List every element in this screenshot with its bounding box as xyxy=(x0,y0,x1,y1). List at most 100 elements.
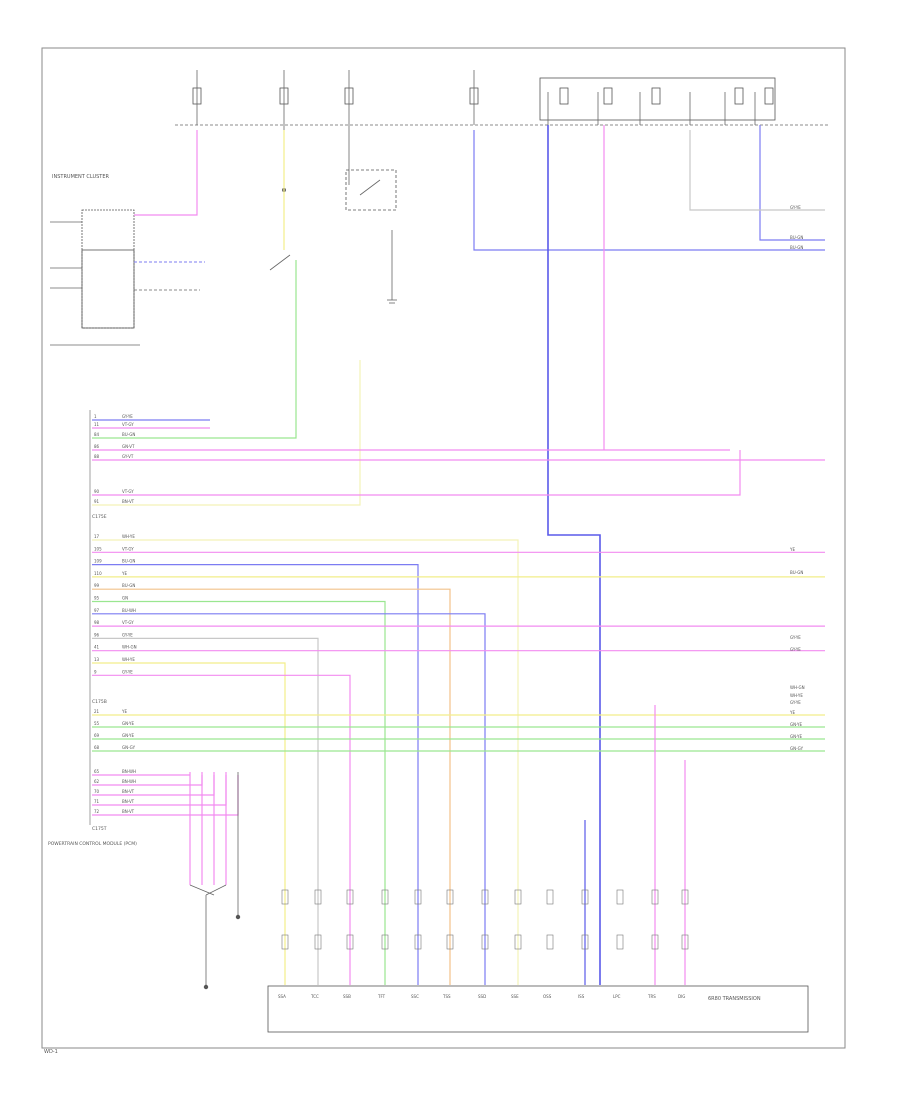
pcm-wire-color: BN-VT xyxy=(122,499,135,504)
pcm-wire-color: BU-GN xyxy=(122,432,135,437)
transmission-pin-label: DIG xyxy=(678,994,685,999)
wire-pcm-g3-5 xyxy=(92,600,386,985)
connector-pin-lower xyxy=(446,934,454,950)
pcm-wire-color: GN-YE xyxy=(122,733,135,738)
pcm-wire-color: GY-YE xyxy=(122,632,133,637)
transmission-pin-label: SSB xyxy=(343,994,351,999)
connector-pin-upper xyxy=(514,889,522,905)
transmission-pin-label: TSS xyxy=(442,994,451,999)
pcm-pin-number: 84 xyxy=(94,432,100,437)
pcm-wire-color: GN-GY xyxy=(122,745,136,750)
right-edge-label: GN-GY xyxy=(790,746,804,751)
pcm-wire-color: GY-YE xyxy=(122,669,133,674)
fuse-symbols xyxy=(192,87,774,105)
wire-pcm-g5-3 xyxy=(92,775,227,806)
pcm-pin-number: 68 xyxy=(94,745,100,750)
pcm-pin-number: 90 xyxy=(94,489,100,494)
transmission-pin-label: TFT xyxy=(377,994,386,999)
pcm-wire-color: BN-VT xyxy=(122,809,135,814)
connector-pin-upper xyxy=(581,889,589,905)
wire-gray-right xyxy=(689,130,825,211)
right-edge-label: GY-YE xyxy=(790,205,801,210)
pcm-wire-color: BU-WH xyxy=(122,608,136,613)
pcm-pin-number: 55 xyxy=(94,721,100,726)
connector-pin-lower xyxy=(681,934,689,950)
pcm-pin-number: 105 xyxy=(94,546,102,551)
wire-pcm-g3-11 xyxy=(92,674,351,985)
pcm-wire-color: BN-WH xyxy=(122,769,136,774)
transmission-pin-label: LPC xyxy=(613,994,621,999)
connector-pin-upper xyxy=(314,889,322,905)
pcm-pin-number: 13 xyxy=(94,657,100,662)
right-edge-label: YE xyxy=(789,710,795,715)
diagram-border xyxy=(41,47,846,1049)
wire-darkblue-main xyxy=(547,125,601,985)
pcm-wire-color: VT-GY xyxy=(122,489,134,494)
pcm-pin-number: 96 xyxy=(94,632,100,637)
wire-cluster-feed xyxy=(134,130,198,216)
right-edge-label: WH-GN xyxy=(790,685,805,690)
sensor-harness xyxy=(189,772,241,990)
transmission-pin-label: ISS xyxy=(578,994,585,999)
cluster-label: INSTRUMENT CLUSTER xyxy=(52,174,110,180)
connector-pin-upper xyxy=(616,889,624,905)
connector-pin-lower xyxy=(346,934,354,950)
pcm-wire-color: GN-YE xyxy=(122,721,135,726)
connector-pin-lower xyxy=(314,934,322,950)
pcm-pin-number: 21 xyxy=(94,709,100,714)
pcm-pin-number: 9 xyxy=(94,669,97,674)
transmission-pin-label: SSC xyxy=(411,994,419,999)
pcm-pin-number: 88 xyxy=(94,454,100,459)
transmission-pin-label: TCC xyxy=(310,994,319,999)
wire-pink-bus-3 xyxy=(92,450,741,496)
connector-pin-upper xyxy=(281,889,289,905)
right-edge-label: YE xyxy=(789,547,795,552)
right-edge-label: GN-YE xyxy=(790,722,803,727)
right-edge-label: GN-YE xyxy=(790,734,803,739)
pcm-wire-color: VT-GY xyxy=(122,422,134,427)
right-edge-label: BU-GN xyxy=(790,245,803,250)
connector-pin-upper xyxy=(346,889,354,905)
connector-pin-lower xyxy=(414,934,422,950)
connector-pin-lower xyxy=(381,934,389,950)
pcm-pin-number: 1 xyxy=(94,414,97,419)
right-edge-label: BU-GN xyxy=(790,570,803,575)
pcm-wire-color: BU-GN xyxy=(122,583,135,588)
top-power-section xyxy=(175,70,830,126)
pcm-pin-number: 69 xyxy=(94,733,100,738)
connector-pin-lower xyxy=(281,934,289,950)
connector-pin-upper xyxy=(381,889,389,905)
pcm-pin-number: 97 xyxy=(94,608,100,613)
pcm-pin-number: 110 xyxy=(94,571,102,576)
pcm-pin-number: 41 xyxy=(94,645,100,650)
wire-blue-top xyxy=(473,130,825,251)
pcm-wire-color: BN-VT xyxy=(122,799,135,804)
connector-pin-upper xyxy=(546,889,554,905)
pcm-wire-color: BN-WH xyxy=(122,779,136,784)
wire-blue-right xyxy=(759,125,825,241)
switch-section xyxy=(269,125,397,304)
connector-pin-upper xyxy=(681,889,689,905)
wire-pcm-g3-0 xyxy=(92,539,519,985)
connector-pin-upper xyxy=(446,889,454,905)
wire-pcm-g3-10 xyxy=(92,662,286,985)
wire-switch-return xyxy=(92,260,297,439)
pcm-wire-color: GN xyxy=(122,596,128,601)
pcm-wire-color: YE xyxy=(121,709,127,714)
connector-pin-lower xyxy=(581,934,589,950)
pcm-pin-number: 91 xyxy=(94,499,100,504)
transmission-pin-label: OSS xyxy=(543,994,552,999)
pcm-pin-number: 86 xyxy=(94,444,100,449)
right-edge-label: GY-YE xyxy=(790,700,801,705)
connector-pin-upper xyxy=(481,889,489,905)
connector-pin-lower xyxy=(514,934,522,950)
connector-pin-upper xyxy=(414,889,422,905)
right-edge-label: GY-YE xyxy=(790,635,801,640)
transmission-pin-label: SSA xyxy=(278,994,286,999)
pcm-wire-color: VT-GY xyxy=(122,546,134,551)
transmission-pin-label: SSD xyxy=(478,994,486,999)
pcm-pin-number: 109 xyxy=(94,559,102,564)
pcm-wire-color: VT-GY xyxy=(122,620,134,625)
